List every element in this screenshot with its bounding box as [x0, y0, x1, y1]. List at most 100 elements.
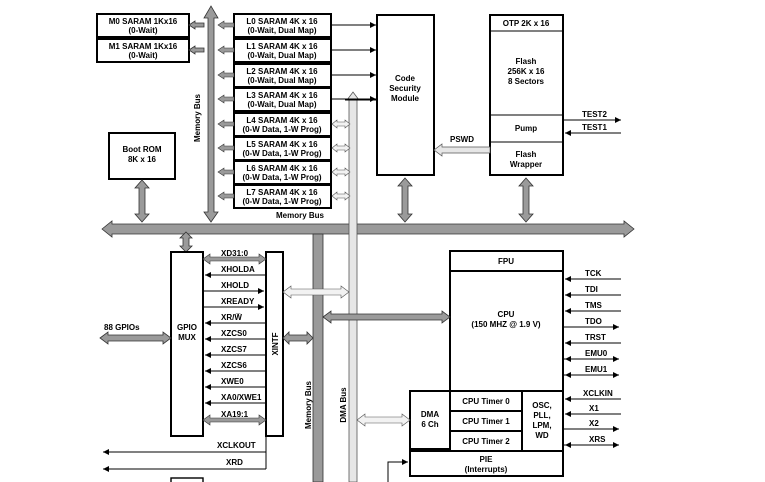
pswd-label: PSWD	[450, 135, 474, 144]
xintf-signals: XD31:0XHOLDAXHOLDXREADYXR/W̅XZCS0XZCS7XZ…	[202, 249, 267, 426]
svg-text:L2 SARAM 4K x 16: L2 SARAM 4K x 16	[246, 67, 318, 76]
test2-label: TEST2	[582, 110, 607, 119]
cpu-signal-arrowhead	[565, 372, 571, 378]
xintf-signal-label: XZCS6	[221, 361, 247, 370]
svg-text:Flash: Flash	[516, 57, 537, 66]
clock-signal-label: XCLKIN	[583, 389, 613, 398]
xintf-bus-arrow	[202, 414, 267, 426]
svg-text:8 Sectors: 8 Sectors	[508, 77, 545, 86]
memory-bus-horizontal-label: Memory Bus	[276, 211, 325, 220]
clock-signal-label: X2	[589, 419, 599, 428]
svg-text:L0 SARAM 4K x 16: L0 SARAM 4K x 16	[246, 17, 318, 26]
xintf-block: XINTF	[265, 251, 284, 437]
cpu-signal-label: TDO	[585, 317, 602, 326]
svg-text:FPU: FPU	[498, 257, 514, 266]
cpu-signal-arrowhead	[565, 356, 571, 362]
dma-bus	[346, 91, 360, 482]
xintf-signal-label: XZCS7	[221, 345, 247, 354]
xintf-signal-label: XHOLD	[221, 281, 249, 290]
svg-text:CPU Timer 0: CPU Timer 0	[462, 397, 510, 406]
svg-text:8K x 16: 8K x 16	[128, 155, 157, 164]
clock-signal-arrowhead	[565, 442, 571, 448]
svg-text:DMA: DMA	[421, 410, 439, 419]
cpu-signal-label: EMU0	[585, 349, 608, 358]
svg-text:Flash: Flash	[516, 150, 537, 159]
l2-saram: L2 SARAM 4K x 16 (0-Wait, Dual Map)	[233, 63, 332, 88]
l0-saram: L0 SARAM 4K x 16 (0-Wait, Dual Map)	[233, 13, 332, 38]
cpu-signal-label: TDI	[585, 285, 598, 294]
svg-text:M0 SARAM 1Kx16: M0 SARAM 1Kx16	[109, 17, 178, 26]
cpu-signal-label: TRST	[585, 333, 606, 342]
svg-text:(0-W Data, 1-W Prog): (0-W Data, 1-W Prog)	[242, 149, 321, 158]
svg-text:6 Ch: 6 Ch	[421, 420, 438, 429]
svg-text:(0-W Data, 1-W Prog): (0-W Data, 1-W Prog)	[242, 125, 321, 134]
svg-text:CPU: CPU	[498, 310, 515, 319]
svg-text:L6 SARAM 4K x 16: L6 SARAM 4K x 16	[246, 164, 318, 173]
svg-text:(0-Wait, Dual Map): (0-Wait, Dual Map)	[247, 26, 316, 35]
xintf-signal-label: XWE0	[221, 377, 244, 386]
xintf-signal-label: XHOLDA	[221, 265, 255, 274]
svg-text:(Interrupts): (Interrupts)	[465, 465, 508, 474]
l4-saram: L4 SARAM 4K x 16 (0-W Data, 1-W Prog)	[233, 112, 332, 137]
svg-text:WD: WD	[535, 431, 549, 440]
cpu-timer-2: CPU Timer 2	[449, 430, 523, 452]
svg-text:L5 SARAM 4K x 16: L5 SARAM 4K x 16	[246, 140, 318, 149]
svg-text:M1 SARAM 1Kx16: M1 SARAM 1Kx16	[109, 42, 178, 51]
svg-text:Security: Security	[389, 84, 421, 93]
svg-text:(0-W Data, 1-W Prog): (0-W Data, 1-W Prog)	[242, 173, 321, 182]
svg-text:Code: Code	[395, 74, 416, 83]
gpios-label: 88 GPIOs	[104, 323, 140, 332]
l3-saram: L3 SARAM 4K x 16 (0-Wait, Dual Map)	[233, 87, 332, 112]
gpio-mux: GPIO MUX	[170, 251, 204, 437]
svg-text:MUX: MUX	[178, 333, 196, 342]
svg-text:(0-Wait, Dual Map): (0-Wait, Dual Map)	[247, 51, 316, 60]
xintf-signal-label: XREADY	[221, 297, 255, 306]
cpu-timer-1: CPU Timer 1	[449, 410, 523, 432]
svg-text:XINTF: XINTF	[271, 332, 280, 355]
svg-text:L1 SARAM 4K x 16: L1 SARAM 4K x 16	[246, 42, 318, 51]
svg-text:(150 MHZ @ 1.9 V): (150 MHZ @ 1.9 V)	[471, 320, 540, 329]
pie-block: PIE (Interrupts)	[409, 450, 564, 477]
l7-saram: L7 SARAM 4K x 16 (0-W Data, 1-W Prog)	[233, 184, 332, 209]
svg-text:GPIO: GPIO	[177, 323, 197, 332]
svg-text:Wrapper: Wrapper	[510, 160, 542, 169]
memory-bus-lower-label: Memory Bus	[304, 380, 313, 429]
l1-saram: L1 SARAM 4K x 16 (0-Wait, Dual Map)	[233, 38, 332, 63]
xintf-signal-label: XZCS0	[221, 329, 247, 338]
svg-text:Module: Module	[391, 94, 420, 103]
memory-bus-horizontal	[101, 220, 635, 238]
svg-text:(0-Wait, Dual Map): (0-Wait, Dual Map)	[247, 76, 316, 85]
cpu-signal-label: TMS	[585, 301, 603, 310]
svg-text:(0-Wait): (0-Wait)	[128, 51, 157, 60]
svg-text:OSC,: OSC,	[532, 401, 552, 410]
clock-signal-label: X1	[589, 404, 599, 413]
otp-label: OTP 2K x 16	[503, 19, 550, 28]
svg-text:(0-W Data, 1-W Prog): (0-W Data, 1-W Prog)	[242, 197, 321, 206]
svg-text:L4 SARAM 4K x 16: L4 SARAM 4K x 16	[246, 116, 318, 125]
m1-saram: M1 SARAM 1Kx16 (0-Wait)	[96, 38, 190, 63]
memory-bus-vertical	[203, 5, 219, 223]
xclkout-label: XCLKOUT	[217, 441, 256, 450]
svg-text:256K x 16: 256K x 16	[508, 67, 545, 76]
svg-text:(0-Wait, Dual Map): (0-Wait, Dual Map)	[247, 100, 316, 109]
cpu-signal-label: TCK	[585, 269, 602, 278]
svg-text:CPU Timer 2: CPU Timer 2	[462, 437, 510, 446]
test1-label: TEST1	[582, 123, 607, 132]
m0-saram: M0 SARAM 1Kx16 (0-Wait)	[96, 13, 190, 38]
code-security-module: Code Security Module	[376, 14, 435, 176]
xintf-signal-label: XA19:1	[221, 410, 249, 419]
flash-block: OTP 2K x 16 Flash 256K x 16 8 Sectors Pu…	[489, 14, 564, 176]
fpu-block: FPU	[449, 250, 564, 272]
cpu-block: CPU (150 MHZ @ 1.9 V)	[449, 270, 564, 392]
l5-saram: L5 SARAM 4K x 16 (0-W Data, 1-W Prog)	[233, 136, 332, 161]
osc-pll-block: OSC, PLL, LPM, WD	[521, 390, 564, 452]
xintf-signal-label: XA0/XWE1	[221, 393, 262, 402]
svg-text:Boot ROM: Boot ROM	[122, 145, 161, 154]
svg-text:LPM,: LPM,	[532, 421, 551, 430]
svg-text:L3 SARAM 4K x 16: L3 SARAM 4K x 16	[246, 91, 318, 100]
pump-label: Pump	[515, 124, 537, 133]
xintf-bus-arrow	[202, 253, 267, 265]
